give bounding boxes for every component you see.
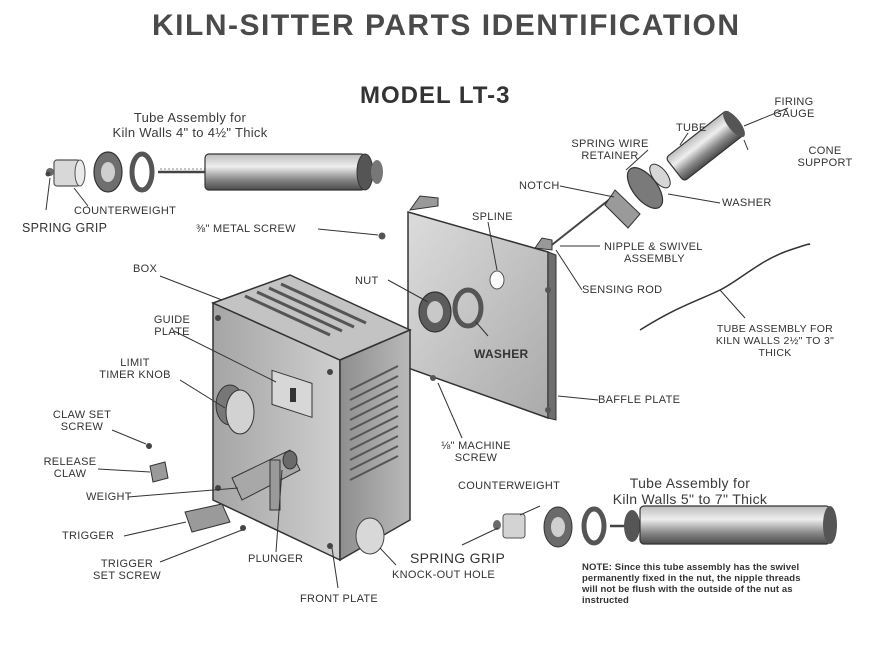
label-release-claw: RELEASE CLAW bbox=[38, 456, 102, 480]
label-washer-mid: WASHER bbox=[474, 347, 529, 361]
leader-lines bbox=[45, 107, 789, 589]
tube-left-part bbox=[204, 153, 366, 191]
label-washer-top: WASHER bbox=[722, 197, 772, 209]
tube-assembly-medium-line3: THICK bbox=[758, 347, 792, 359]
label-notch: NOTCH bbox=[519, 180, 560, 192]
label-baffle-plate: BAFFLE PLATE bbox=[598, 394, 681, 406]
label-guide-plate-2: PLATE bbox=[154, 326, 190, 338]
label-plunger: PLUNGER bbox=[248, 553, 304, 565]
timer-knob-part bbox=[225, 389, 255, 435]
label-nipple-swivel-2: ASSEMBLY bbox=[624, 253, 685, 265]
tube-assembly-medium-caption: TUBE ASSEMBLY FOR KILN WALLS 2½" TO 3" T… bbox=[680, 323, 870, 359]
tube-assembly-large bbox=[493, 505, 837, 548]
label-metal-screw: ⅜" METAL SCREW bbox=[196, 223, 296, 235]
counterweight-right-part bbox=[502, 513, 526, 539]
tube-assembly-large-caption: Tube Assembly for Kiln Walls 5" to 7" Th… bbox=[575, 475, 805, 507]
label-cone-support-1: CONE bbox=[808, 145, 842, 157]
label-cone-support-2: SUPPORT bbox=[797, 157, 853, 169]
label-firing-gauge-2: GAUGE bbox=[773, 108, 815, 120]
label-claw-set-screw-1: CLAW SET bbox=[52, 409, 112, 421]
label-guide-plate-1: GUIDE bbox=[153, 314, 191, 326]
plunger-part bbox=[282, 450, 298, 470]
label-claw-set-screw-2: SCREW bbox=[60, 421, 104, 433]
box-part bbox=[211, 274, 412, 562]
label-spring-grip-right: SPRING GRIP bbox=[410, 550, 506, 566]
knock-out-hole-part bbox=[355, 517, 385, 555]
label-claw-set-screw: CLAW SET SCREW bbox=[47, 409, 117, 433]
tube-assembly-large-line1: Tube Assembly for bbox=[629, 475, 751, 491]
label-limit-timer-knob: LIMIT TIMER KNOB bbox=[85, 357, 185, 381]
label-counterweight-left: COUNTERWEIGHT bbox=[74, 205, 177, 217]
label-limit-timer-knob-2: TIMER KNOB bbox=[99, 369, 171, 381]
label-nipple-swivel-1: NIPPLE & SWIVEL bbox=[604, 241, 703, 253]
label-nut: NUT bbox=[355, 275, 379, 287]
tube-assembly-small-line1: Tube Assembly for bbox=[133, 110, 247, 125]
label-release-claw-1: RELEASE bbox=[43, 456, 97, 468]
tube-assembly-small bbox=[46, 151, 383, 193]
label-weight: WEIGHT bbox=[86, 491, 132, 503]
tube-assembly-medium-line bbox=[639, 243, 811, 331]
tube-assembly-large-line2: Kiln Walls 5" to 7" Thick bbox=[612, 491, 768, 507]
label-firing-gauge-1: FIRING bbox=[774, 96, 814, 108]
note-text: NOTE: Since this tube assembly has the s… bbox=[582, 562, 801, 606]
tube-assembly-small-caption: Tube Assembly for Kiln Walls 4" to 4½" T… bbox=[70, 110, 310, 140]
label-tube: TUBE bbox=[676, 122, 707, 134]
label-trigger-set-screw-1: TRIGGER bbox=[100, 558, 154, 570]
label-firing-gauge: FIRING GAUGE bbox=[766, 96, 822, 120]
washer-left-part bbox=[129, 151, 155, 193]
label-release-claw-2: CLAW bbox=[53, 468, 87, 480]
label-spring-grip-left: SPRING GRIP bbox=[22, 221, 108, 235]
metal-screw-part bbox=[378, 232, 386, 240]
label-trigger-set-screw: TRIGGER SET SCREW bbox=[84, 558, 170, 582]
tube-assembly-small-line2: Kiln Walls 4" to 4½" Thick bbox=[112, 125, 268, 140]
label-cone-support: CONE SUPPORT bbox=[790, 145, 860, 169]
tube-assembly-medium-line2: KILN WALLS 2½" TO 3" bbox=[715, 335, 835, 347]
spline-hole bbox=[489, 270, 505, 290]
label-trigger-set-screw-2: SET SCREW bbox=[93, 570, 161, 582]
label-box: BOX bbox=[133, 263, 158, 275]
label-spring-wire-retainer-2: RETAINER bbox=[581, 150, 639, 162]
label-knock-out-hole: KNOCK-OUT HOLE bbox=[392, 569, 496, 581]
washer-mid-part bbox=[452, 287, 484, 329]
trigger-part bbox=[184, 503, 231, 533]
page-title: KILN-SITTER PARTS IDENTIFICATION bbox=[152, 9, 741, 42]
model-title: MODEL LT-3 bbox=[360, 82, 511, 109]
label-spring-wire-retainer-1: SPRING WIRE bbox=[571, 138, 649, 150]
machine-screw-part bbox=[430, 375, 436, 381]
label-nipple-swivel: NIPPLE & SWIVEL ASSEMBLY bbox=[604, 241, 703, 265]
label-spring-wire-retainer: SPRING WIRE RETAINER bbox=[560, 138, 660, 162]
label-sensing-rod: SENSING ROD bbox=[582, 284, 663, 296]
label-machine-screw-2: SCREW bbox=[454, 452, 498, 464]
tube-assembly-right bbox=[547, 110, 745, 249]
label-front-plate: FRONT PLATE bbox=[300, 593, 379, 605]
tube-assembly-medium-line1: TUBE ASSEMBLY FOR bbox=[716, 323, 834, 335]
label-trigger: TRIGGER bbox=[62, 530, 115, 542]
label-limit-timer-knob-1: LIMIT bbox=[120, 357, 150, 369]
label-machine-screw-1: ⅛" MACHINE bbox=[441, 440, 511, 452]
label-guide-plate: GUIDE PLATE bbox=[144, 314, 200, 338]
release-claw-part bbox=[149, 461, 169, 483]
label-counterweight-right: COUNTERWEIGHT bbox=[458, 480, 561, 492]
label-spline: SPLINE bbox=[472, 211, 513, 223]
label-machine-screw: ⅛" MACHINE SCREW bbox=[428, 440, 524, 464]
